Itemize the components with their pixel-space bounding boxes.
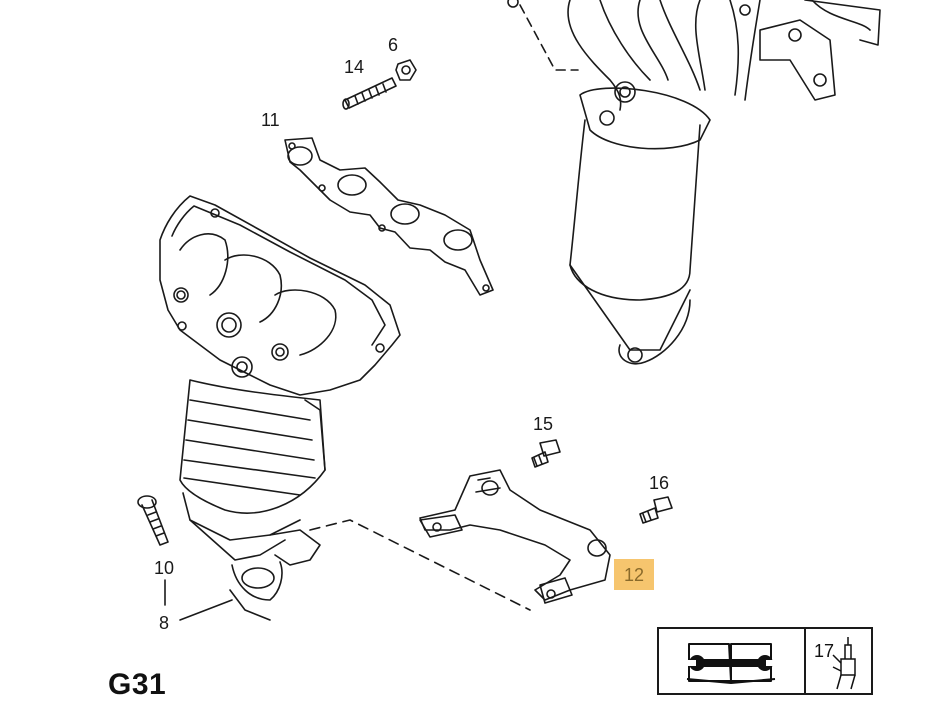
callout-10: 10 [154,558,175,578]
callout-15: 15 [533,414,554,434]
callout-16: 16 [649,473,670,493]
callout-14: 14 [344,57,365,77]
bolt-15 [531,439,561,468]
legend-divider [804,629,806,693]
leader-dashed-top [519,4,579,71]
gasket-11 [284,137,494,296]
leader-dashed-bracket [309,519,531,611]
stud-14 [342,77,397,110]
bracket-12 [419,469,611,604]
exhaust-manifold-catalyst [159,195,401,621]
callout-6: 6 [388,35,399,55]
bolt-16 [639,496,673,524]
nut-6 [395,59,417,81]
callout-8: 8 [159,613,170,633]
legend-box: 17 [657,627,873,695]
injector-part-icon [832,637,856,690]
catalytic-converter-upper [569,119,701,365]
sheet-code: G31 [108,668,167,701]
nut-top [507,0,519,8]
service-manual-wrench-icon [686,643,776,684]
legend-ref-17: 17 [814,641,835,661]
exhaust-manifold-upper [567,0,881,150]
leader-8 [179,599,233,621]
callout-11: 11 [261,110,280,130]
callout-12-highlighted[interactable]: 12 [614,559,655,590]
bolt-10 [137,495,169,546]
